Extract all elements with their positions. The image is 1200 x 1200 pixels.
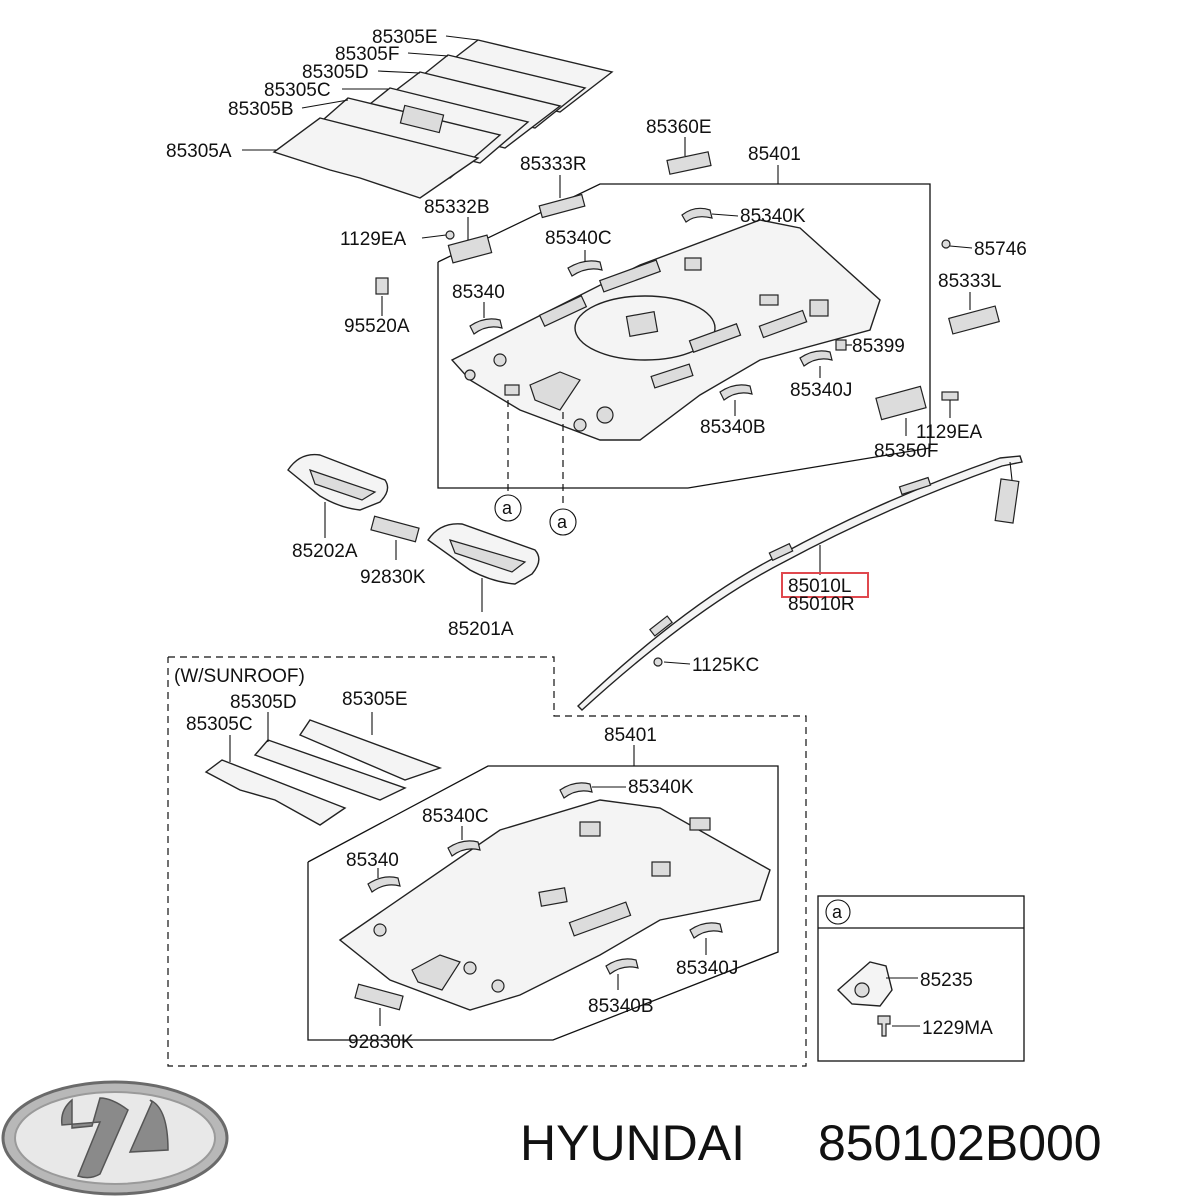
label-85305A: 85305A bbox=[166, 141, 232, 162]
label-1125KC: 1125KC bbox=[692, 655, 759, 676]
hyundai-logo-icon bbox=[1, 1080, 229, 1196]
sunroof-title: (W/SUNROOF) bbox=[174, 666, 305, 687]
sr-handle-85340C bbox=[447, 840, 481, 857]
label-85340C: 85340C bbox=[545, 228, 612, 249]
brand-name: HYUNDAI bbox=[520, 1115, 745, 1171]
pad-leaders bbox=[242, 35, 479, 151]
label-85399: 85399 bbox=[852, 336, 905, 357]
label-85340J: 85340J bbox=[790, 380, 852, 401]
screw-1229MA bbox=[877, 1015, 891, 1037]
headlining-clips bbox=[464, 257, 829, 432]
part-85360E bbox=[666, 151, 712, 175]
sr-handle-85340K bbox=[559, 782, 593, 799]
airbag-inflator bbox=[994, 478, 1020, 524]
pad-cutout bbox=[399, 104, 445, 134]
roof-pads-group bbox=[272, 39, 614, 199]
sr-handle-85340 bbox=[367, 876, 401, 893]
label-85340B: 85340B bbox=[700, 417, 766, 438]
sr-parts: 85340K 85340C 85340 85340J 85340B 92830K bbox=[346, 777, 738, 1053]
sr-pad-85305C bbox=[204, 759, 347, 826]
label-92830K: 92830K bbox=[360, 567, 426, 588]
handle-85340J bbox=[799, 350, 833, 367]
part-85333L bbox=[948, 305, 1000, 335]
clip-85746 bbox=[941, 239, 951, 249]
label-85401: 85401 bbox=[748, 144, 801, 165]
sr-label-85305C: 85305C bbox=[186, 714, 253, 735]
sr-pad-85305D bbox=[253, 739, 407, 801]
screw-1129EA bbox=[445, 230, 455, 240]
sunroof-pads: 85305E 85305D 85305C bbox=[186, 689, 443, 826]
label-85201A: 85201A bbox=[448, 619, 514, 640]
label-85305C: 85305C bbox=[264, 80, 331, 101]
clip-92830K bbox=[370, 515, 420, 543]
sr-label-85340C: 85340C bbox=[422, 806, 489, 827]
sr-label-85401: 85401 bbox=[604, 725, 657, 746]
sr-label-85340K: 85340K bbox=[628, 777, 694, 798]
sr-handle-85340J bbox=[689, 922, 723, 939]
ref-a-text-1: a bbox=[502, 498, 513, 518]
label-85350F: 85350F bbox=[874, 441, 938, 462]
label-95520A: 95520A bbox=[344, 316, 410, 337]
airbag-tube bbox=[576, 455, 1023, 711]
label-85332B: 85332B bbox=[424, 197, 490, 218]
clip-85399 bbox=[835, 339, 847, 351]
label-85746: 85746 bbox=[974, 239, 1027, 260]
handle-85340C bbox=[567, 260, 603, 277]
label-85305D: 85305D bbox=[302, 62, 369, 83]
label-85360E: 85360E bbox=[646, 117, 712, 138]
highlight-85010L bbox=[781, 572, 869, 598]
label-85010R: 85010R bbox=[788, 594, 855, 615]
ref-a-markers: a a bbox=[494, 400, 577, 536]
sr-label-85340B: 85340B bbox=[588, 996, 654, 1017]
part-85332B bbox=[447, 234, 493, 264]
detail-a-ref: a bbox=[832, 902, 843, 922]
sun-visors: 85202A 92830K 85201A bbox=[287, 453, 540, 640]
upper-parts: 85360E 85333R 85332B 1129EA 85340K 85340… bbox=[340, 117, 1027, 462]
ref-a-circle-1 bbox=[494, 494, 522, 522]
sr-headlining-frame bbox=[307, 765, 779, 1041]
sr-label-85305E: 85305E bbox=[342, 689, 408, 710]
curtain-airbag: 85010L 85010R 1125KC bbox=[576, 455, 1023, 711]
sr-label-85305D: 85305D bbox=[230, 692, 297, 713]
pad-85305A bbox=[272, 117, 480, 199]
sr-clip-92830K bbox=[354, 983, 404, 1011]
sunroof-dashed-frame bbox=[167, 656, 807, 1067]
sr-pad-85305E bbox=[298, 719, 443, 781]
label-85333L: 85333L bbox=[938, 271, 1001, 292]
sr-headlining-panel bbox=[338, 799, 771, 1011]
label-85305E: 85305E bbox=[372, 27, 438, 48]
headlining-frame bbox=[437, 183, 931, 489]
part-85333R bbox=[538, 193, 586, 219]
sr-label-85340J: 85340J bbox=[676, 958, 738, 979]
label-1229MA: 1229MA bbox=[922, 1018, 993, 1039]
label-85202A: 85202A bbox=[292, 541, 358, 562]
label-1129EA: 1129EA bbox=[340, 229, 407, 250]
handle-85340K bbox=[681, 207, 713, 223]
label-85235: 85235 bbox=[920, 970, 973, 991]
label-85340K: 85340K bbox=[740, 206, 806, 227]
sr-handle-85340B bbox=[605, 958, 639, 975]
sr-label-85340: 85340 bbox=[346, 850, 399, 871]
label-85305B: 85305B bbox=[228, 99, 294, 120]
label-85340: 85340 bbox=[452, 282, 505, 303]
part-number: 850102B000 bbox=[818, 1115, 1102, 1171]
handle-85340B bbox=[719, 384, 753, 401]
headlining-panel bbox=[450, 219, 881, 441]
bolt-1125KC bbox=[653, 657, 663, 667]
label-85333R: 85333R bbox=[520, 154, 587, 175]
handle-85340 bbox=[469, 318, 503, 335]
detail-a-box: a 85235 1229MA bbox=[817, 895, 1025, 1062]
screw-1129EA-right bbox=[941, 391, 959, 401]
sr-label-92830K: 92830K bbox=[348, 1032, 414, 1053]
label-85305F: 85305F bbox=[335, 44, 399, 65]
label-85010L: 85010L bbox=[788, 576, 851, 597]
label-1129EA-right: 1129EA bbox=[916, 422, 983, 443]
ref-a-circle-2 bbox=[549, 508, 577, 536]
ref-a-text-2: a bbox=[557, 512, 568, 532]
part-95520A bbox=[375, 277, 389, 295]
bracket-85350F bbox=[875, 385, 927, 421]
